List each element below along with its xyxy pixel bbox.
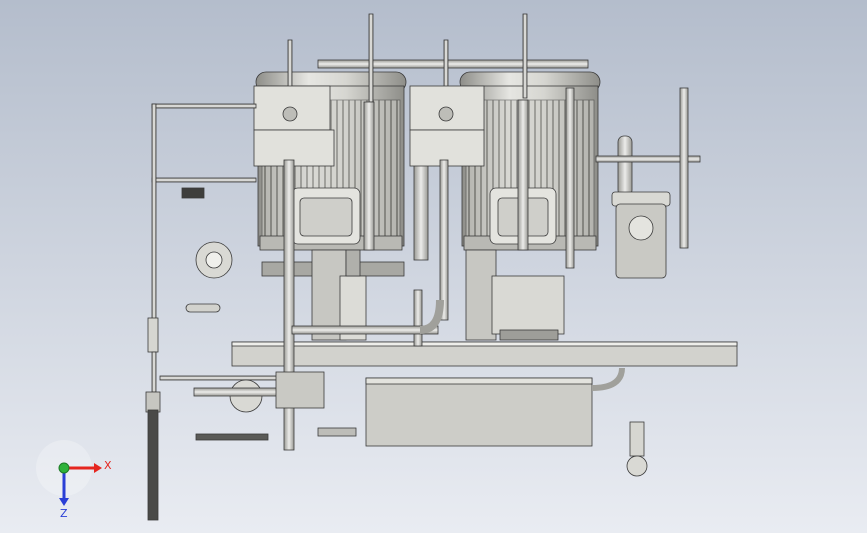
- top-rail: [317, 59, 589, 69]
- coordinate-triad: [36, 440, 102, 506]
- left-instrument-line: [145, 103, 161, 521]
- terminal-strip: [317, 427, 357, 437]
- base-bracket: [195, 433, 269, 441]
- vertical-pipes: [283, 99, 529, 451]
- pump-right: [465, 249, 565, 341]
- reservoir-tank: [365, 377, 593, 447]
- base-frame: [231, 341, 738, 367]
- elbow-pipe: [419, 299, 444, 334]
- fitting-sensor: [181, 187, 205, 199]
- bottom-right-gauge: [626, 421, 648, 477]
- center-shaft: [413, 149, 429, 261]
- fitting-elbow: [185, 303, 221, 313]
- triad-z-label: Z: [60, 507, 68, 520]
- right-sensor-assembly: [565, 87, 701, 279]
- tank-return-pipe: [591, 367, 625, 391]
- valve-manifold-left: [253, 85, 335, 167]
- valve-manifold-right: [409, 85, 485, 167]
- machine-assembly: [145, 13, 738, 521]
- fitting-gauge: [195, 241, 233, 279]
- triad-x-label: X: [104, 459, 112, 472]
- flange-valve: [193, 371, 325, 413]
